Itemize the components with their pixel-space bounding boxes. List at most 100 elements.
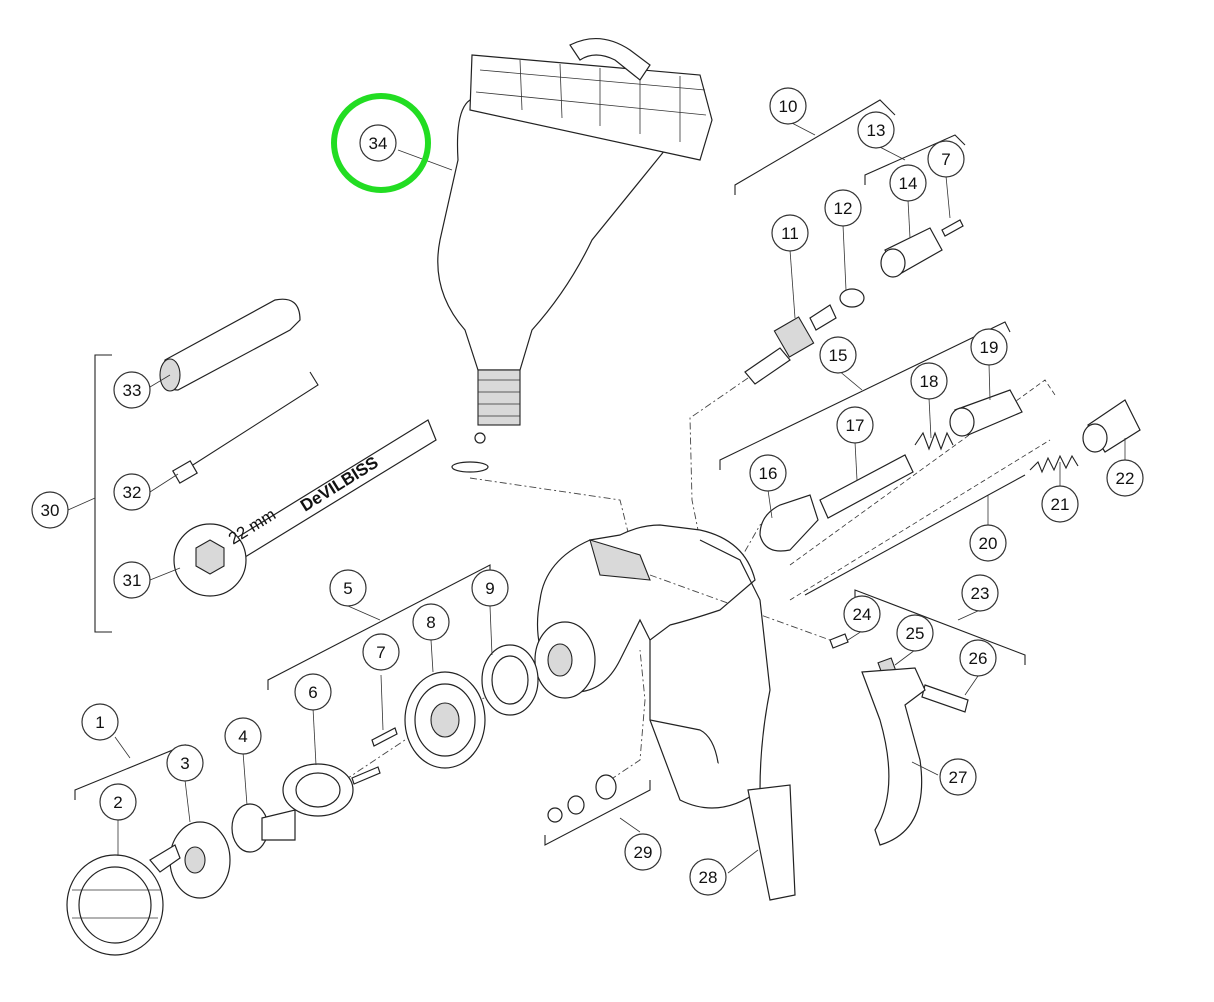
callout-circle bbox=[959, 639, 997, 677]
callout-c21: 21 bbox=[1041, 485, 1079, 523]
callout-c12: 12 bbox=[824, 189, 862, 227]
highlight-ring bbox=[331, 93, 431, 193]
callout-c16: 16 bbox=[749, 454, 787, 492]
callout-circle bbox=[31, 491, 69, 529]
callout-circle bbox=[1106, 459, 1144, 497]
callout-label: 13 bbox=[867, 121, 886, 140]
callout-circle bbox=[857, 111, 895, 149]
callout-c25: 25 bbox=[896, 614, 934, 652]
callout-circle bbox=[99, 783, 137, 821]
callout-circle bbox=[294, 673, 332, 711]
callout-label: 12 bbox=[834, 199, 853, 218]
callout-c15: 15 bbox=[819, 336, 857, 374]
callout-circle bbox=[412, 603, 450, 641]
callout-circle bbox=[689, 858, 727, 896]
callout-label: 30 bbox=[41, 501, 60, 520]
callout-circle bbox=[961, 574, 999, 612]
callout-label: 22 bbox=[1116, 469, 1135, 488]
callouts: 1234567891011121314715161718192021222324… bbox=[31, 87, 1144, 896]
callout-c7a: 7 bbox=[362, 633, 400, 671]
callout-circle bbox=[836, 406, 874, 444]
callout-c33: 33 bbox=[113, 371, 151, 409]
callout-label: 14 bbox=[899, 174, 918, 193]
callout-c7b: 7 bbox=[927, 140, 965, 178]
callout-c30: 30 bbox=[31, 491, 69, 529]
callout-circle bbox=[969, 524, 1007, 562]
front-parts bbox=[66, 644, 539, 956]
callout-circle bbox=[471, 569, 509, 607]
callout-label: 19 bbox=[980, 338, 999, 357]
callout-circle bbox=[81, 703, 119, 741]
callout-circle bbox=[113, 371, 151, 409]
callout-circle bbox=[166, 744, 204, 782]
callout-label: 2 bbox=[113, 793, 122, 812]
callout-label: 34 bbox=[369, 134, 388, 153]
callout-label: 32 bbox=[123, 483, 142, 502]
callout-c24: 24 bbox=[843, 595, 881, 633]
brand-label: DeVILBISS bbox=[297, 453, 382, 516]
callout-c3: 3 bbox=[166, 744, 204, 782]
callout-c9: 9 bbox=[471, 569, 509, 607]
callout-label: 7 bbox=[941, 150, 950, 169]
callout-c4: 4 bbox=[224, 717, 262, 755]
callout-label: 17 bbox=[846, 416, 865, 435]
callout-c34: 34 bbox=[359, 124, 397, 162]
callout-label: 6 bbox=[308, 683, 317, 702]
callout-label: 5 bbox=[343, 579, 352, 598]
callout-c28: 28 bbox=[689, 858, 727, 896]
callout-c20: 20 bbox=[969, 524, 1007, 562]
callout-circle bbox=[359, 124, 397, 162]
callout-c5: 5 bbox=[329, 569, 367, 607]
callout-label: 18 bbox=[920, 372, 939, 391]
callout-c29: 29 bbox=[624, 833, 662, 871]
callout-label: 4 bbox=[238, 727, 247, 746]
callout-label: 16 bbox=[759, 464, 778, 483]
callout-circle bbox=[224, 717, 262, 755]
callout-c32: 32 bbox=[113, 473, 151, 511]
callout-circle bbox=[819, 336, 857, 374]
callout-label: 11 bbox=[781, 224, 799, 243]
callout-circle bbox=[843, 595, 881, 633]
callout-circle bbox=[896, 614, 934, 652]
callout-c11: 11 bbox=[771, 214, 809, 252]
paint-cup bbox=[437, 37, 713, 473]
callout-circle bbox=[771, 214, 809, 252]
callout-label: 31 bbox=[123, 571, 142, 590]
callout-c14: 14 bbox=[889, 164, 927, 202]
callout-label: 7 bbox=[376, 643, 385, 662]
gun-body bbox=[534, 524, 771, 809]
callout-circle bbox=[362, 633, 400, 671]
callout-label: 25 bbox=[906, 624, 925, 643]
callout-circle bbox=[939, 758, 977, 796]
callout-circle bbox=[769, 87, 807, 125]
callout-label: 8 bbox=[426, 613, 435, 632]
callout-c27: 27 bbox=[939, 758, 977, 796]
callout-c23: 23 bbox=[961, 574, 999, 612]
callout-c2: 2 bbox=[99, 783, 137, 821]
group-brackets bbox=[74, 99, 1056, 846]
callout-circle bbox=[910, 362, 948, 400]
leader-lines bbox=[67, 121, 1126, 874]
callout-c18: 18 bbox=[910, 362, 948, 400]
callout-circle bbox=[824, 189, 862, 227]
callout-c13: 13 bbox=[857, 111, 895, 149]
callout-label: 33 bbox=[123, 381, 142, 400]
tools: DeVILBISS 22 mm bbox=[159, 298, 437, 597]
callout-label: 28 bbox=[699, 868, 718, 887]
callout-c10: 10 bbox=[769, 87, 807, 125]
callout-label: 3 bbox=[180, 754, 189, 773]
callout-label: 9 bbox=[485, 579, 494, 598]
callout-label: 10 bbox=[779, 97, 798, 116]
callout-c31: 31 bbox=[113, 561, 151, 599]
callout-label: 29 bbox=[634, 843, 653, 862]
callout-circle bbox=[113, 561, 151, 599]
callout-label: 27 bbox=[949, 768, 968, 787]
callout-label: 1 bbox=[95, 713, 104, 732]
callout-circle bbox=[927, 140, 965, 178]
callout-c6: 6 bbox=[294, 673, 332, 711]
callout-label: 23 bbox=[971, 584, 990, 603]
callout-c22: 22 bbox=[1106, 459, 1144, 497]
callout-label: 26 bbox=[969, 649, 988, 668]
